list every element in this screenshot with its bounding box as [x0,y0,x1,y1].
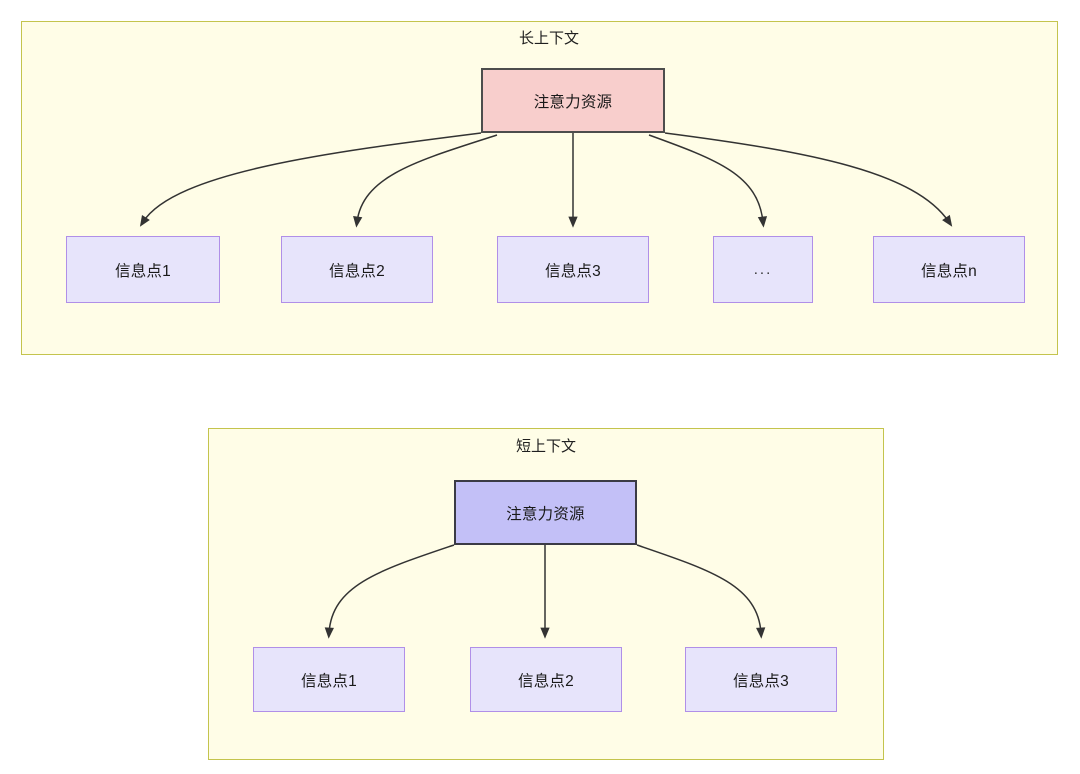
node-info-point-long-1[interactable]: 信息点1 [66,236,220,303]
node-info-point-long-3[interactable]: 信息点3 [497,236,649,303]
group-title-short-context: 短上下文 [515,438,576,455]
edge-long-to-info-4 [648,134,768,228]
edge-short-to-info-3 [636,544,766,639]
edges-short-context [324,544,766,639]
edge-short-to-info-1 [324,544,455,639]
node-info-point-long-2[interactable]: 信息点2 [281,236,433,303]
edge-long-to-info-2 [353,134,498,228]
edge-long-to-info-5 [664,132,953,227]
node-attention-resource-short[interactable]: 注意力资源 [454,480,637,545]
edges-long-context [139,132,953,228]
edge-long-to-info-1 [139,132,482,227]
node-info-point-long-ellipsis[interactable]: ... [713,236,813,303]
node-info-point-long-n[interactable]: 信息点n [873,236,1025,303]
node-info-point-short-1[interactable]: 信息点1 [253,647,405,712]
node-attention-resource-long[interactable]: 注意力资源 [481,68,665,133]
node-info-point-short-2[interactable]: 信息点2 [470,647,622,712]
node-info-point-short-3[interactable]: 信息点3 [685,647,837,712]
group-title-long-context: 长上下文 [518,30,579,47]
